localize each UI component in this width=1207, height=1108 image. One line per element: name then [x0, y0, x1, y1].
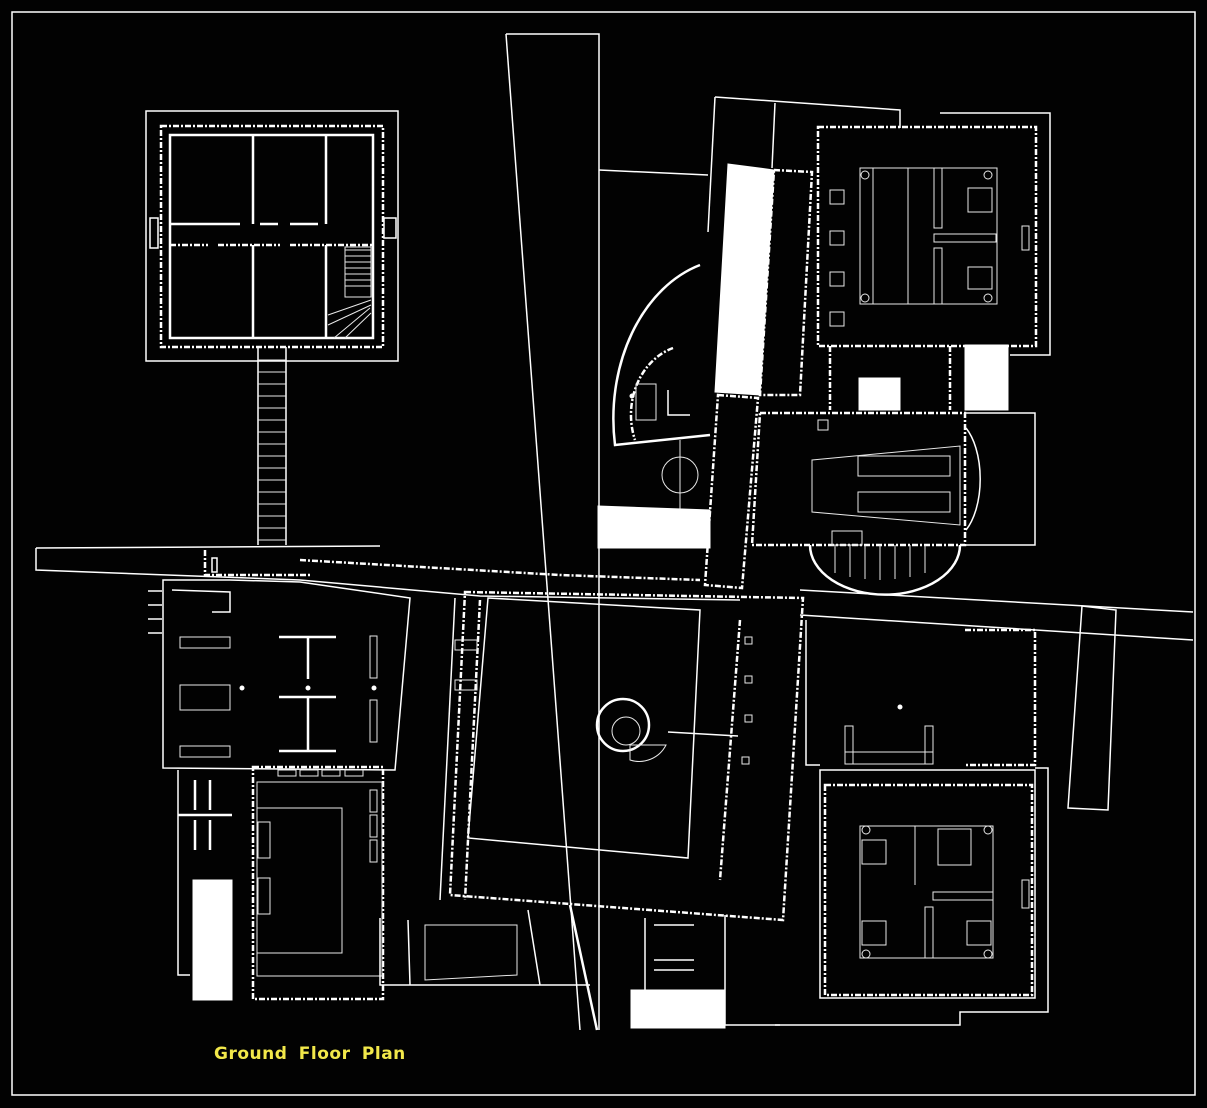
- main-corridor: [35, 545, 1194, 641]
- east-pier: [1067, 605, 1117, 811]
- circular-court-marking: [597, 440, 711, 549]
- west-strip: [439, 597, 482, 901]
- south-west-room: [177, 765, 385, 1001]
- villa: [145, 110, 399, 362]
- south-rooms: [379, 904, 780, 1031]
- diagonal-street: [505, 33, 600, 1031]
- apse-room: [750, 411, 1036, 596]
- ladder-bridge: [257, 347, 287, 545]
- drawing-frame: [11, 11, 1196, 1096]
- west-hall: [148, 579, 411, 771]
- plan-title: Ground Floor Plan: [214, 1044, 406, 1064]
- north-east-pavilion: [816, 112, 1051, 411]
- south-east-pavilion: [775, 620, 1049, 1026]
- central-courtyard: [448, 590, 805, 922]
- north-spine: [598, 96, 901, 590]
- quarter-circle-room: [612, 263, 711, 447]
